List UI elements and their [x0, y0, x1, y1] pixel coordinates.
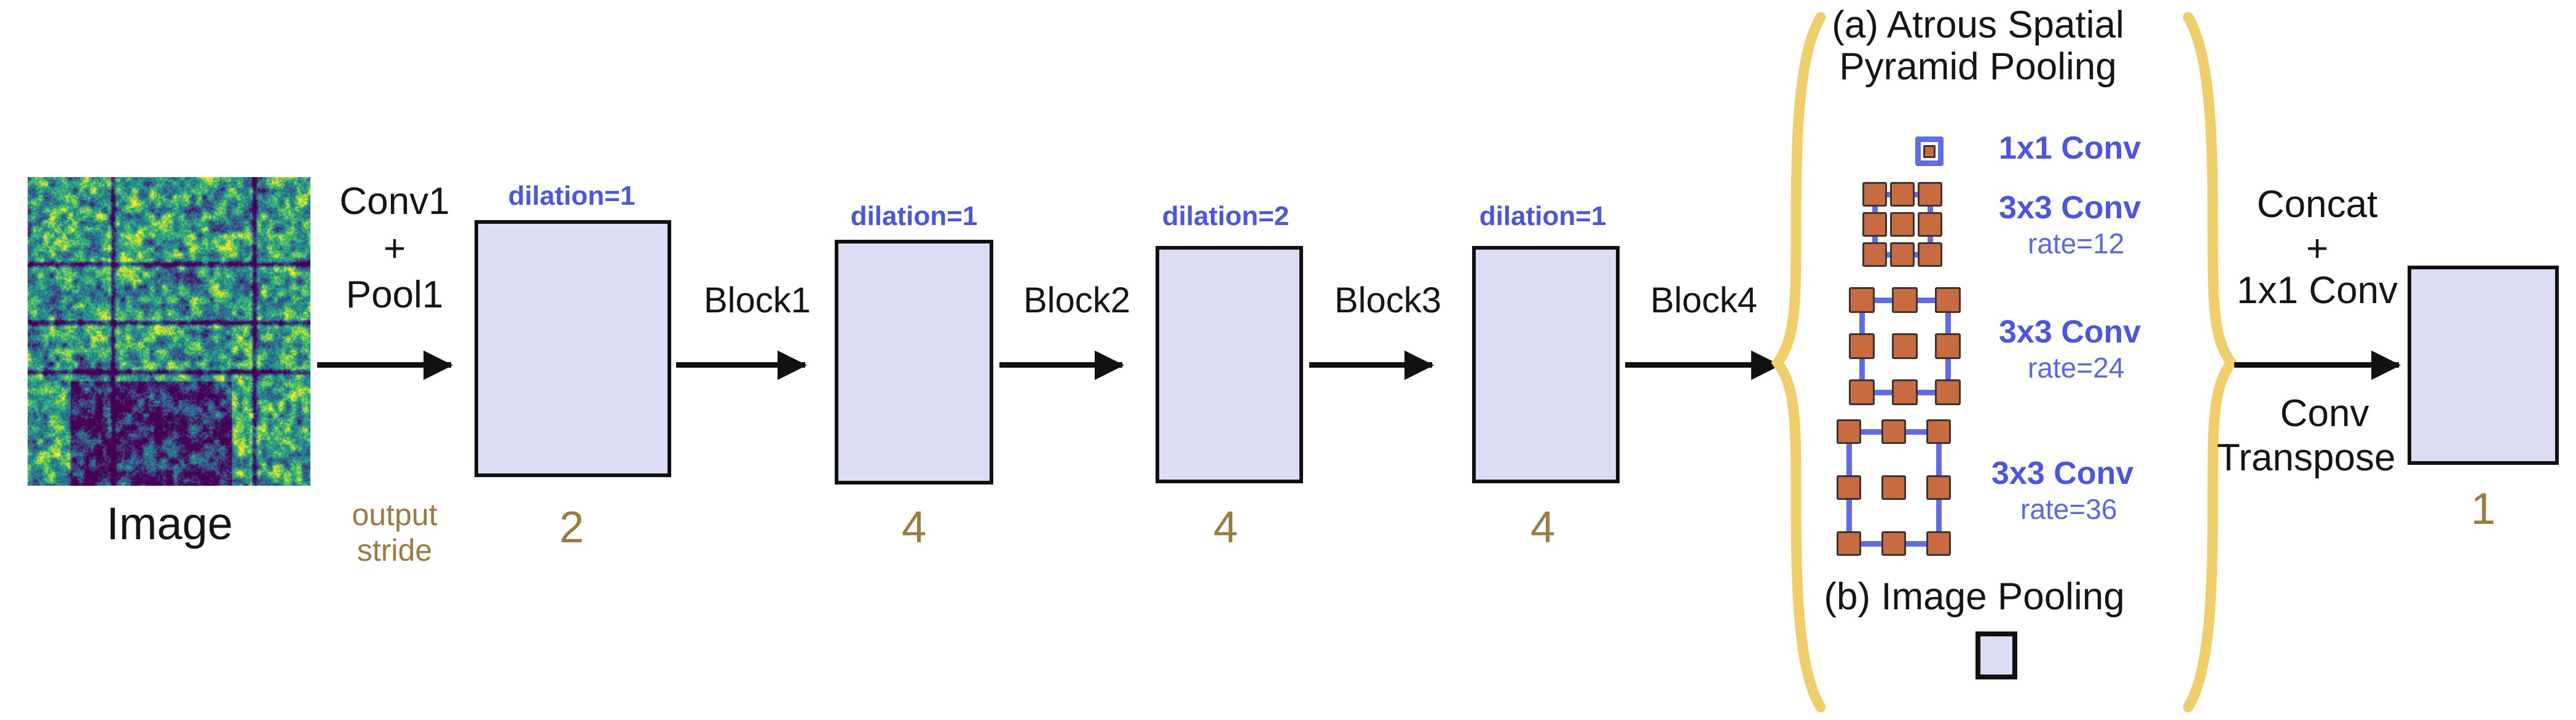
kernel-dot [1935, 287, 1961, 313]
input-feature-map-thumbnail [28, 177, 310, 486]
feature-map-output [2408, 266, 2559, 465]
kernel-dot [1935, 379, 1961, 405]
aspp-legend-rate-2: rate=24 [2028, 352, 2125, 384]
arrow-input-to-block0 [317, 362, 451, 368]
feature-map-block1 [835, 240, 993, 485]
input-image-label: Image [106, 498, 233, 549]
dilation-label-stage0: dilation=1 [508, 181, 636, 211]
output-stride-value-stage2: 4 [1213, 503, 1239, 552]
kernel-icon-3x3-rate12 [1862, 182, 1942, 267]
kernel-dot [1918, 242, 1942, 267]
kernel-dot [1918, 182, 1942, 207]
feature-map-block2 [1156, 246, 1303, 483]
decoder-label-1x1-conv: 1x1 Conv [2237, 269, 2398, 312]
dilation-label-stage3: dilation=1 [1479, 201, 1607, 231]
kernel-dot [1862, 182, 1887, 207]
feature-map-block3 [1472, 246, 1620, 483]
output-stride-value-stage3: 4 [1530, 503, 1556, 552]
image-pooling-box [1975, 631, 2017, 679]
kernel-dot [1926, 475, 1951, 500]
kernel-dot [1926, 531, 1951, 556]
arrow-decoder-to-output [2234, 362, 2399, 368]
aspp-legend-label-2: 3x3 Conv [1999, 314, 2141, 350]
aspp-legend-rate-1: rate=12 [2028, 227, 2125, 259]
aspp-title-line1: (a) Atrous Spatial [1832, 4, 2124, 46]
aspp-legend-rate-3: rate=36 [2020, 493, 2117, 525]
kernel-dot [1892, 333, 1918, 359]
kernel-dot [1849, 333, 1875, 359]
arrow-block0-to-block1 [676, 362, 805, 368]
output-stride-label-line1: output [352, 497, 438, 532]
kernel-frame [1915, 136, 1944, 166]
output-stride-value-stage0: 2 [559, 503, 585, 552]
kernel-dot [1881, 531, 1906, 556]
kernel-dot [1890, 182, 1915, 207]
kernel-dot [1837, 475, 1861, 500]
op-label-block3: Block3 [1334, 280, 1442, 320]
kernel-dot [1926, 419, 1951, 444]
aspp-legend-label-1: 3x3 Conv [1999, 190, 2141, 226]
aspp-right-brace [2170, 6, 2243, 716]
aspp-legend-label-3: 3x3 Conv [1991, 456, 2134, 491]
kernel-dot [1923, 145, 1936, 158]
output-stride-value-final: 1 [2470, 485, 2496, 534]
kernel-dot [1837, 419, 1861, 444]
kernel-dot [1890, 212, 1915, 237]
decoder-label-transpose: Transpose [2216, 437, 2396, 479]
kernel-dot [1892, 287, 1918, 313]
kernel-dot [1935, 333, 1961, 359]
kernel-icon-3x3-rate24 [1849, 287, 1961, 405]
decoder-label-concat: Concat [2256, 183, 2378, 226]
arrow-block3-to-aspp [1625, 362, 1779, 368]
output-stride-label-line2: stride [356, 533, 433, 568]
dilation-label-stage2: dilation=2 [1162, 201, 1290, 231]
kernel-icon-3x3-rate36 [1837, 419, 1951, 556]
kernel-dot [1890, 242, 1915, 267]
aspp-title-line2: Pyramid Pooling [1839, 45, 2117, 88]
decoder-label-conv: Conv [2280, 392, 2369, 435]
aspp-legend-label-0: 1x1 Conv [1999, 130, 2141, 166]
output-stride-value-stage1: 4 [901, 503, 927, 552]
op-label-conv1: Conv1 [339, 180, 450, 223]
kernel-dot [1881, 475, 1906, 500]
op-label-block4: Block4 [1650, 280, 1758, 320]
dilation-label-stage1: dilation=1 [850, 201, 978, 231]
kernel-dot [1918, 212, 1942, 237]
feature-map-block0 [475, 220, 671, 477]
input-image-canvas [28, 177, 310, 486]
op-label-pool1: Pool1 [345, 274, 444, 316]
op-label-conv1-plus: + [383, 227, 406, 270]
aspp-left-brace [1770, 6, 1844, 716]
op-label-block2: Block2 [1023, 280, 1131, 320]
kernel-dot [1849, 287, 1875, 313]
arrow-block1-to-block2 [999, 362, 1122, 368]
kernel-dot [1881, 419, 1906, 444]
decoder-label-plus: + [2306, 227, 2329, 270]
kernel-dot [1837, 531, 1861, 556]
image-pooling-label: (b) Image Pooling [1824, 576, 2125, 618]
kernel-dot [1849, 379, 1875, 405]
kernel-icon-1x1-conv [1915, 136, 1944, 166]
op-label-block1: Block1 [703, 280, 811, 320]
kernel-dot [1892, 379, 1918, 405]
kernel-dot [1862, 242, 1887, 267]
kernel-dot [1862, 212, 1887, 237]
arrow-block2-to-block3 [1309, 362, 1432, 368]
